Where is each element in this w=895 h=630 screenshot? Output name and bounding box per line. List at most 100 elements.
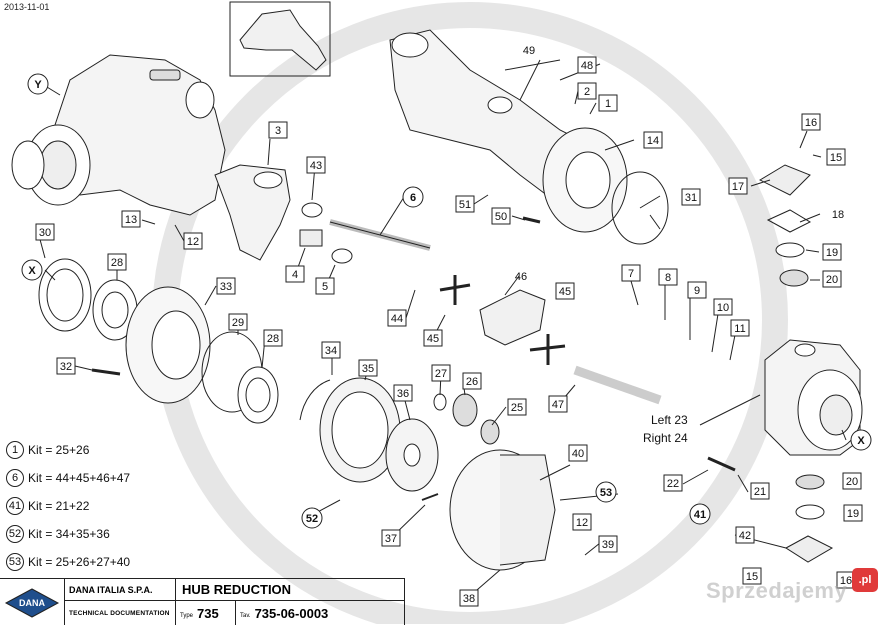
callout-box — [216, 277, 236, 295]
callout-box — [735, 526, 755, 544]
callout-box — [121, 210, 141, 228]
doc-type: TECHNICAL DOCUMENTATION — [64, 601, 176, 625]
callout-label-15: 15 — [830, 152, 842, 164]
drawing-date: 2013-11-01 — [4, 2, 50, 12]
callout-label-21: 21 — [754, 486, 766, 498]
callout-label-44: 44 — [391, 313, 403, 325]
inset-frame — [229, 1, 331, 77]
callout-label-42: 42 — [739, 530, 751, 542]
callout-label-33: 33 — [220, 281, 232, 293]
callout-box — [568, 444, 588, 462]
tav-label: Tav. — [240, 613, 251, 619]
callout-circle — [301, 507, 323, 529]
callout-box — [728, 177, 748, 195]
callout-box — [507, 398, 527, 416]
callout-label-22: 22 — [667, 478, 679, 490]
dana-logo: DANA — [0, 579, 65, 625]
kit-row: 1 Kit = 25+26 — [6, 440, 89, 460]
callout-box — [263, 329, 283, 347]
callout-label-30: 30 — [39, 227, 51, 239]
kit-number: 41 — [6, 497, 24, 515]
callout-label-51: 51 — [459, 199, 471, 211]
callout-label-47: 47 — [552, 399, 564, 411]
callout-label-Y: Y — [34, 79, 42, 91]
callout-box — [491, 207, 511, 225]
callout-label-27: 27 — [435, 368, 447, 380]
callout-circle — [595, 481, 617, 503]
callout-label-19: 19 — [847, 508, 859, 520]
callout-box — [315, 277, 335, 295]
callout-label-38: 38 — [463, 593, 475, 605]
type-value: 735 — [197, 605, 219, 621]
callout-label-45: 45 — [427, 333, 439, 345]
callout-box — [663, 474, 683, 492]
kit-row: 53 Kit = 25+26+27+40 — [6, 552, 130, 572]
kit-text: Kit = 25+26+27+40 — [28, 555, 131, 569]
callout-label-10: 10 — [717, 302, 729, 314]
callout-label-29: 29 — [232, 317, 244, 329]
callout-label-17: 17 — [732, 181, 744, 193]
callout-box — [183, 232, 203, 250]
callout-box — [681, 188, 701, 206]
callout-box — [285, 265, 305, 283]
callout-box — [801, 113, 821, 131]
callout-box — [393, 384, 413, 402]
side-label-right: Right 24 — [643, 431, 688, 445]
callout-label-31: 31 — [685, 192, 697, 204]
kit-row: 41 Kit = 21+22 — [6, 496, 89, 516]
callout-box — [387, 309, 407, 327]
watermark-badge: .pl — [852, 568, 878, 592]
callout-box — [555, 282, 575, 300]
callout-label-40: 40 — [572, 448, 584, 460]
callout-box — [423, 329, 443, 347]
callout-label-32: 32 — [60, 361, 72, 373]
kit-number: 6 — [6, 469, 24, 487]
callout-label-41: 41 — [694, 509, 706, 521]
drawing-title: HUB REDUCTION — [176, 579, 404, 601]
type-cell: Type 735 — [176, 601, 236, 625]
callout-box — [35, 223, 55, 241]
callout-label-20: 20 — [846, 476, 858, 488]
callout-label-36: 36 — [397, 388, 409, 400]
callout-label-37: 37 — [385, 533, 397, 545]
callout-label-20: 20 — [826, 274, 838, 286]
callout-box — [462, 372, 482, 390]
callout-label-7: 7 — [628, 268, 634, 280]
callout-box — [598, 535, 618, 553]
callout-label-53: 53 — [600, 487, 612, 499]
callout-box — [621, 264, 641, 282]
callout-label-18: 18 — [832, 209, 844, 221]
callout-label-43: 43 — [310, 160, 322, 172]
kit-row: 52 Kit = 34+35+36 — [6, 524, 110, 544]
callout-label-3: 3 — [275, 125, 281, 137]
callout-box — [268, 121, 288, 139]
callout-label-16: 16 — [805, 117, 817, 129]
callout-label-34: 34 — [325, 345, 337, 357]
dana-logo-icon: DANA — [4, 588, 60, 618]
callout-label-46: 46 — [515, 271, 527, 283]
callout-box — [548, 395, 568, 413]
callout-label-5: 5 — [322, 281, 328, 293]
callout-box — [358, 359, 378, 377]
callout-box — [826, 148, 846, 166]
kit-text: Kit = 21+22 — [28, 499, 90, 513]
callout-box — [658, 268, 678, 286]
logo-text: DANA — [19, 598, 45, 608]
callout-box — [381, 529, 401, 547]
callout-box — [822, 270, 842, 288]
callout-label-14: 14 — [647, 135, 659, 147]
callout-label-9: 9 — [694, 285, 700, 297]
callout-box — [687, 281, 707, 299]
callout-label-2: 2 — [584, 86, 590, 98]
kit-text: Kit = 44+45+46+47 — [28, 471, 131, 485]
callout-box — [455, 195, 475, 213]
callout-circle — [27, 73, 49, 95]
callout-label-12: 12 — [187, 236, 199, 248]
tav-value: 735-06-0003 — [254, 605, 329, 621]
callout-circle — [850, 429, 872, 451]
kit-number: 1 — [6, 441, 24, 459]
callout-label-13: 13 — [125, 214, 137, 226]
tav-cell: Tav. 735-06-0003 — [236, 601, 404, 625]
